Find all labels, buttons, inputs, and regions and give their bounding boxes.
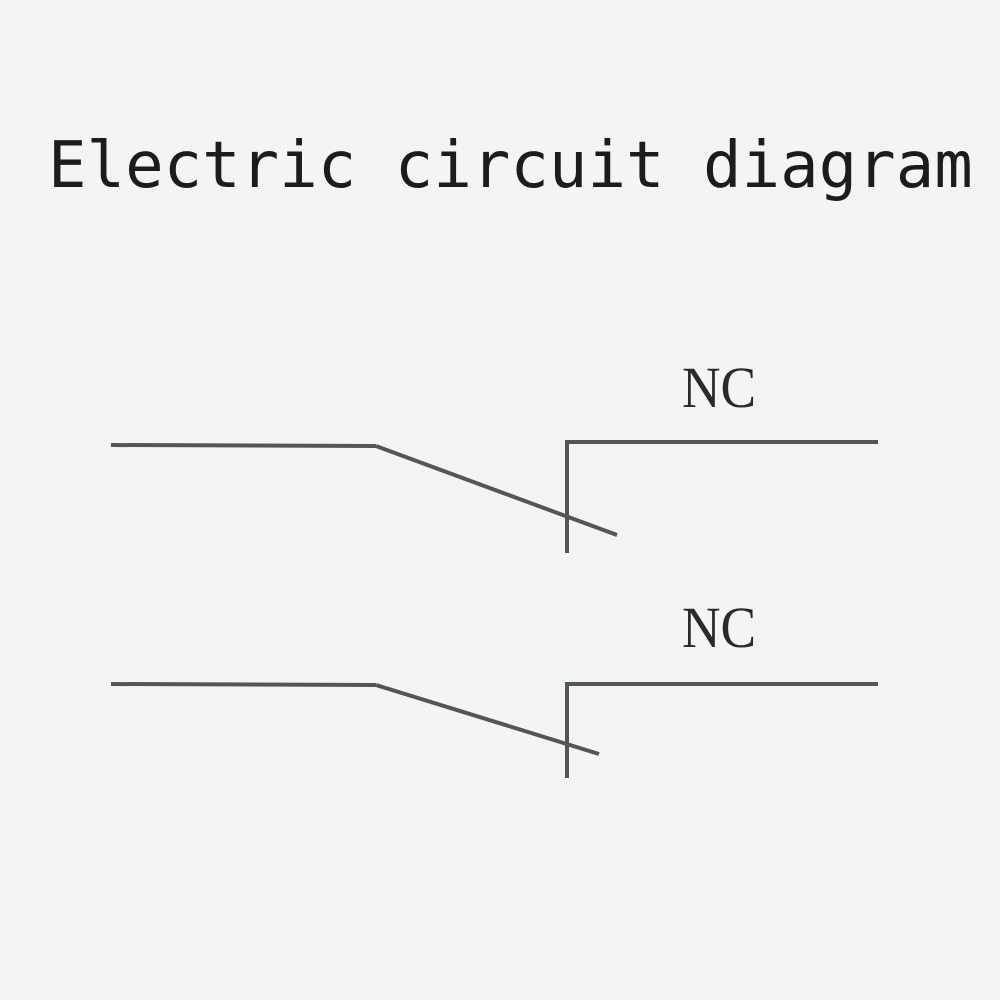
- switch-1-input-wire: [110, 443, 377, 448]
- diagram-title: Electric circuit diagram: [48, 129, 973, 203]
- switch-2-blade: [375, 683, 600, 756]
- switch-1: [110, 440, 878, 553]
- switch-1-blade: [375, 444, 618, 537]
- switch-2-input-wire: [110, 682, 377, 687]
- switch-2: [110, 682, 878, 778]
- switch-2-label: NC: [682, 595, 757, 660]
- switch-1-label: NC: [682, 355, 757, 420]
